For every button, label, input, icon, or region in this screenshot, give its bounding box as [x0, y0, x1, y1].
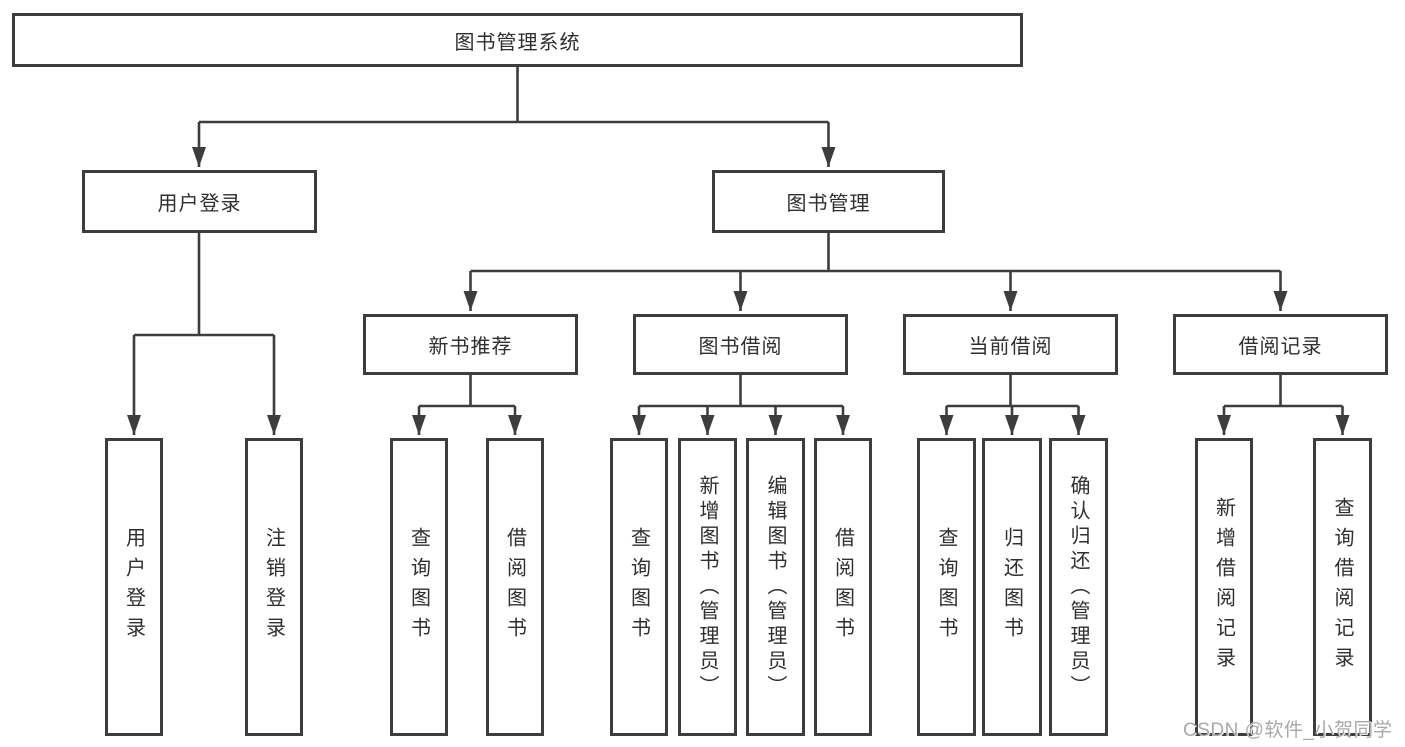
node-current-borrowing: 当前借阅 [903, 314, 1118, 375]
node-new-book-recommendation: 新书推荐 [363, 314, 578, 375]
leaf-nbr-query-books: 查询图书 [390, 438, 448, 736]
leaf-br-query-record: 查询借阅记录 [1313, 438, 1372, 736]
leaf-br-add-record: 新增借阅记录 [1195, 438, 1253, 736]
leaf-logout-login: 注销登录 [245, 438, 303, 736]
csdn-watermark: CSDN @软件_小贺同学 [1183, 720, 1393, 741]
leaf-bb-borrow-books: 借阅图书 [814, 438, 872, 736]
leaf-bb-edit-books-admin: 编辑图书（管理员） [746, 438, 805, 736]
leaf-bb-add-books-admin: 新增图书（管理员） [678, 438, 737, 736]
node-book-management: 图书管理 [712, 170, 945, 233]
node-library-management-system: 图书管理系统 [12, 13, 1023, 67]
node-user-login: 用户登录 [82, 170, 317, 233]
leaf-cb-return-books: 归还图书 [982, 438, 1042, 736]
leaf-user-login: 用户登录 [105, 438, 163, 736]
node-borrowing-records: 借阅记录 [1173, 314, 1388, 375]
leaf-bb-query-books: 查询图书 [610, 438, 668, 736]
leaf-cb-query-books: 查询图书 [917, 438, 976, 736]
node-book-borrowing: 图书借阅 [633, 314, 848, 375]
leaf-nbr-borrow-books: 借阅图书 [486, 438, 544, 736]
leaf-cb-confirm-return-admin: 确认归还（管理员） [1049, 438, 1108, 736]
